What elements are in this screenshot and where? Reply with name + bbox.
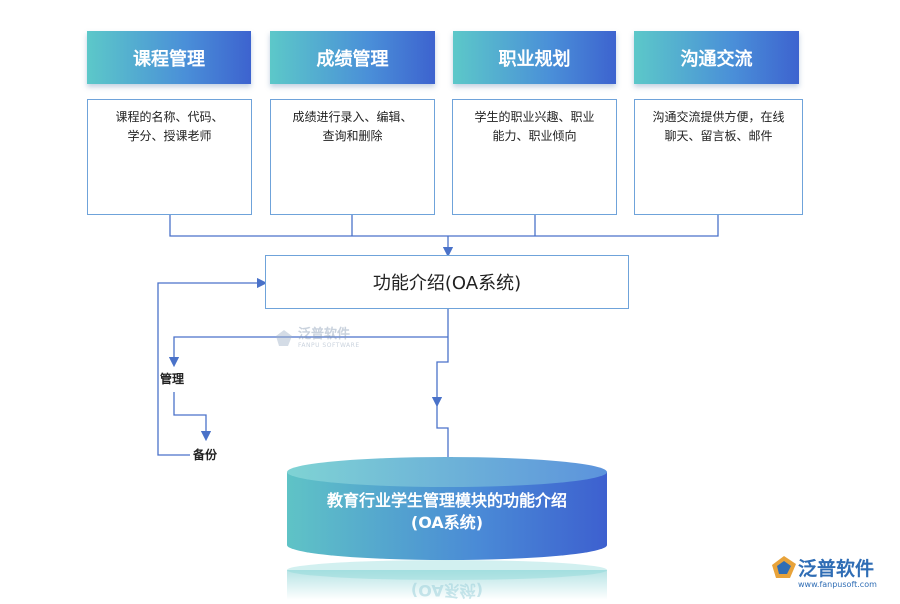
module-header-course: 课程管理 — [87, 31, 251, 84]
connector-to-manage — [168, 336, 448, 368]
manage-label: 管理 — [160, 372, 185, 386]
brand-name: 泛普软件 — [798, 558, 875, 580]
watermark: 泛普软件 FANPU SOFTWARE — [276, 327, 360, 351]
connector-module-1 — [169, 215, 719, 237]
connector-to-cylinder — [431, 337, 449, 408]
cylinder-reflection — [287, 570, 607, 600]
module-desc-grades: 成绩进行录入、编辑、 查询和删除 — [270, 99, 435, 215]
connector-loop-back — [157, 277, 268, 456]
brand-logo-icon — [772, 556, 796, 578]
module-desc-communication: 沟通交流提供方便，在线 聊天、留言板、邮件 — [634, 99, 803, 215]
center-function-box: 功能介绍(OA系统) — [265, 255, 629, 309]
watermark-logo-icon — [276, 330, 292, 346]
brand-url: www.fanpusoft.com — [798, 580, 877, 589]
connector-manage-backup — [173, 392, 212, 442]
module-desc-course: 课程的名称、代码、 学分、授课老师 — [87, 99, 252, 215]
backup-label: 备份 — [193, 448, 218, 462]
center-function-title: 功能介绍(OA系统) — [372, 273, 522, 294]
brand-logo: 泛普软件 www.fanpusoft.com — [768, 552, 892, 596]
cylinder-title-line2: (OA系统) — [410, 513, 484, 532]
cylinder-title-reflection: (OA系统) — [410, 581, 484, 600]
watermark-cn: 泛普软件 — [298, 327, 351, 342]
module-header-grades: 成绩管理 — [270, 31, 435, 84]
cylinder-title-line1: 教育行业学生管理模块的功能介绍 — [326, 491, 567, 510]
cylinder-title: 教育行业学生管理模块的功能介绍 (OA系统) — [287, 490, 607, 534]
module-header-communication: 沟通交流 — [634, 31, 799, 84]
module-desc-career: 学生的职业兴趣、职业 能力、职业倾向 — [452, 99, 617, 215]
watermark-en: FANPU SOFTWARE — [298, 342, 360, 349]
module-header-career: 职业规划 — [453, 31, 616, 84]
database-cylinder — [287, 457, 607, 560]
